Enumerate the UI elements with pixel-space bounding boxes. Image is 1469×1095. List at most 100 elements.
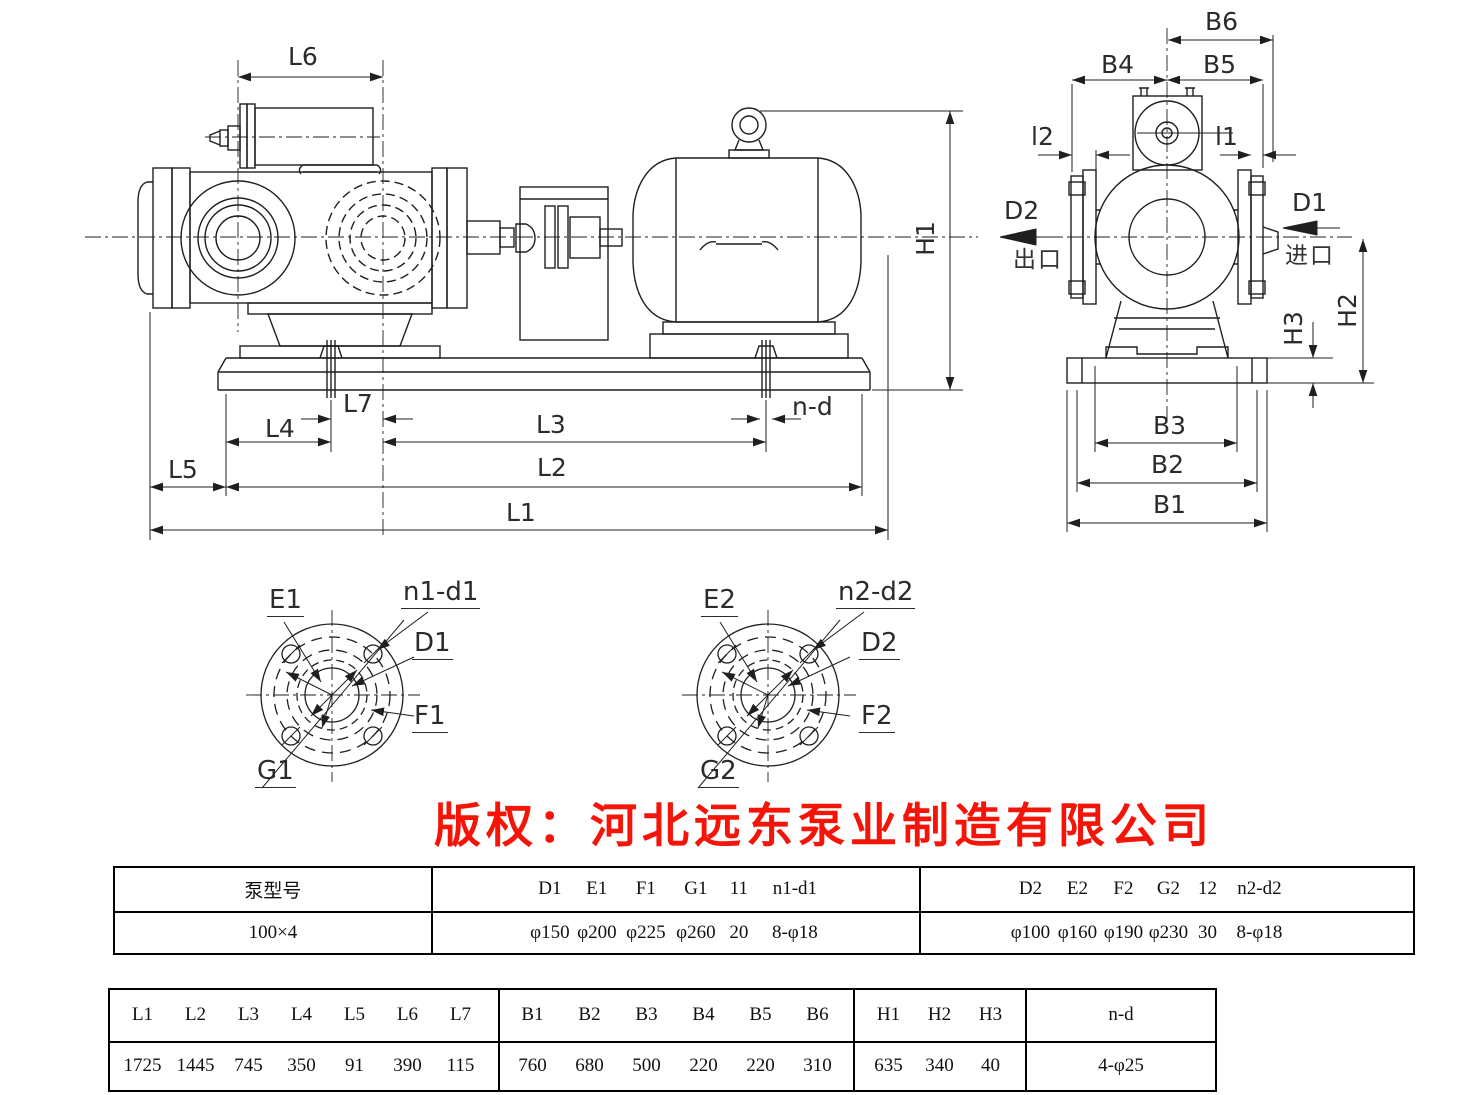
dim-label-l7: L7 (343, 389, 373, 418)
cell-value: 30 (1197, 921, 1217, 943)
cell-value: 390 (393, 1055, 422, 1077)
cell-value: 1725 (123, 1055, 162, 1077)
col-header: n1-d1 (772, 878, 818, 900)
copyright-text: 版权：河北远东泵业制造有限公司 (434, 799, 1214, 854)
flange-dimensions-table: 泵型号 D1 E1 F1 G1 11 n1-d1 D2 E2 F2 G2 12 … (113, 866, 1415, 955)
col-header: G2 (1156, 878, 1181, 900)
table1-group1-value-cell: φ150 φ200 φ225 φ260 20 8-φ18 (430, 912, 920, 953)
col-header: E2 (1066, 878, 1088, 900)
col-header: 11 (729, 878, 748, 900)
col-header: B6 (806, 1004, 829, 1026)
flange2-f2-label: F2 (859, 701, 895, 733)
dim-label-d2: D2 (1004, 196, 1040, 225)
col-header: D2 (1018, 878, 1043, 900)
dim-label-b2: B2 (1151, 450, 1185, 479)
dim-label-b6: B6 (1205, 7, 1239, 36)
table2-h-value-cell: 635 340 40 (853, 1042, 1025, 1090)
col-header: L2 (184, 1004, 207, 1026)
side-view-dimensions (149, 72, 963, 540)
cell-value: 4-φ25 (1098, 1055, 1144, 1077)
flange1-n1-d1-label: n1-d1 (401, 577, 481, 609)
dim-label-l2: L2 (537, 453, 567, 482)
col-header: L7 (449, 1004, 472, 1026)
dim-label-b3: B3 (1153, 411, 1187, 440)
col-header: B1 (521, 1004, 544, 1026)
col-header: L3 (237, 1004, 260, 1026)
cell-value: φ160 (1057, 921, 1098, 943)
dim-label-l4: L4 (265, 414, 295, 443)
dim-label-h3: H3 (1278, 311, 1308, 346)
cell-value: 340 (925, 1055, 954, 1077)
cell-value: φ150 (530, 921, 570, 943)
col-header: D1 (538, 878, 562, 900)
dim-label-h1: H1 (910, 221, 940, 256)
flange2-e2-label: E2 (701, 585, 738, 617)
dim-label-l1: L1 (506, 498, 536, 527)
pump-model-value-cell: 100×4 (115, 913, 431, 953)
cell-value: 8-φ18 (1236, 921, 1283, 943)
end-view (1040, 28, 1374, 425)
table1-header-row: 泵型号 D1 E1 F1 G1 11 n1-d1 D2 E2 F2 G2 12 … (115, 868, 1413, 913)
col-header: H1 (876, 1004, 901, 1026)
cell-value: φ100 (1010, 921, 1051, 943)
col-header: L1 (131, 1004, 154, 1026)
cell-value: 760 (518, 1055, 547, 1077)
table2-l-header-cell: L1 L2 L3 L4 L5 L6 L7 (110, 990, 498, 1041)
col-header: H3 (978, 1004, 1003, 1026)
col-header: G1 (684, 878, 708, 900)
pump-model-header: 泵型号 (244, 880, 302, 902)
flange1-g1-label: G1 (255, 756, 296, 788)
table2-l-value-cell: 1725 1445 745 350 91 390 115 (110, 1043, 498, 1090)
col-header: H2 (927, 1004, 952, 1026)
flange1-f1-label: F1 (412, 701, 448, 733)
col-header: F1 (635, 878, 656, 900)
table2-b-header-cell: B1 B2 B3 B4 B5 B6 (498, 990, 853, 1041)
installation-dimensions-table: L1 L2 L3 L4 L5 L6 L7 B1 B2 B3 B4 B5 B6 H… (108, 988, 1217, 1092)
dim-label-l3: L3 (536, 410, 566, 439)
dim-label-b1: B1 (1153, 490, 1187, 519)
side-view (85, 60, 978, 536)
dim-label-small-l2: l2 (1031, 122, 1054, 151)
col-header: F2 (1113, 878, 1134, 900)
cell-value: 1445 (176, 1055, 215, 1077)
cell-value: φ260 (676, 921, 716, 943)
col-header: L5 (343, 1004, 366, 1026)
col-header: B3 (635, 1004, 658, 1026)
cell-value: 350 (287, 1055, 316, 1077)
col-header: n2-d2 (1237, 878, 1282, 900)
dim-label-l6: L6 (288, 42, 318, 71)
col-header: L4 (290, 1004, 313, 1026)
flange2-d2-label: D2 (859, 628, 900, 660)
flange-detail-1 (246, 610, 429, 789)
col-header: 12 (1197, 878, 1217, 900)
col-header: B2 (578, 1004, 601, 1026)
dim-label-h2: H2 (1332, 293, 1362, 328)
cell-value: 310 (803, 1055, 832, 1077)
table2-h-header-cell: H1 H2 H3 (853, 990, 1025, 1041)
flange1-e1-label: E1 (267, 585, 304, 617)
dim-label-l5: L5 (168, 455, 198, 484)
col-header: B5 (749, 1004, 772, 1026)
dim-label-b5: B5 (1203, 50, 1237, 79)
table1-data-row: 100×4 φ150 φ200 φ225 φ260 20 8-φ18 φ100 … (115, 912, 1413, 953)
flange1-d1-label: D1 (412, 628, 453, 660)
cell-value: 500 (632, 1055, 661, 1077)
outlet-label: 出口 (1013, 247, 1063, 273)
table2-nd-value-cell: 4-φ25 (1025, 1042, 1215, 1090)
dim-label-small-l1: l1 (1215, 122, 1238, 151)
cell-value: φ230 (1148, 921, 1189, 943)
cell-value: 635 (874, 1055, 903, 1077)
table1-group2-header-cell: D2 E2 F2 G2 12 n2-d2 (919, 868, 1413, 911)
col-header: E1 (586, 878, 608, 900)
table2-header-row: L1 L2 L3 L4 L5 L6 L7 B1 B2 B3 B4 B5 B6 H… (110, 990, 1215, 1043)
table1-group1-header-cell: D1 E1 F1 G1 11 n1-d1 (430, 868, 920, 911)
cell-value: φ200 (577, 921, 617, 943)
dim-label-n-d: n-d (792, 392, 833, 421)
cell-value: 115 (446, 1055, 475, 1077)
cell-value: 20 (729, 921, 749, 943)
col-header: L6 (396, 1004, 419, 1026)
cell-value: 220 (746, 1055, 775, 1077)
table1-group2-value-cell: φ100 φ160 φ190 φ230 30 8-φ18 (919, 912, 1413, 953)
